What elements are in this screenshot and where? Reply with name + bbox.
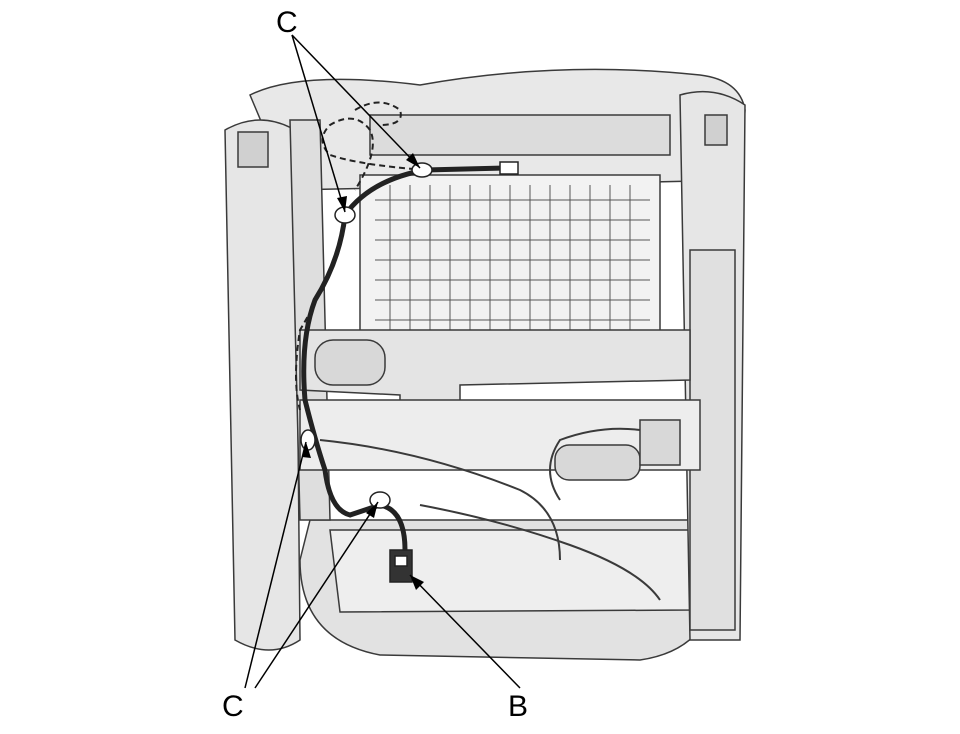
motor [554, 419, 681, 481]
cross-tube [299, 329, 701, 471]
harness-clips [300, 162, 433, 509]
seat-back-grid [375, 185, 650, 330]
misc-cables [319, 427, 661, 601]
clip-c-4 [369, 491, 391, 509]
callout-label-c-top: C [276, 6, 298, 39]
arrowheads [302, 153, 424, 590]
callout-label-c-bottom: C [222, 690, 244, 723]
callout-label-b: B [508, 690, 529, 723]
leader-lines [244, 34, 521, 689]
clip-c-1 [411, 162, 433, 178]
clip-c-3 [300, 429, 316, 451]
harness-connector-top [499, 161, 519, 175]
seat-cushion-base [299, 519, 721, 661]
connector-b [389, 549, 413, 583]
